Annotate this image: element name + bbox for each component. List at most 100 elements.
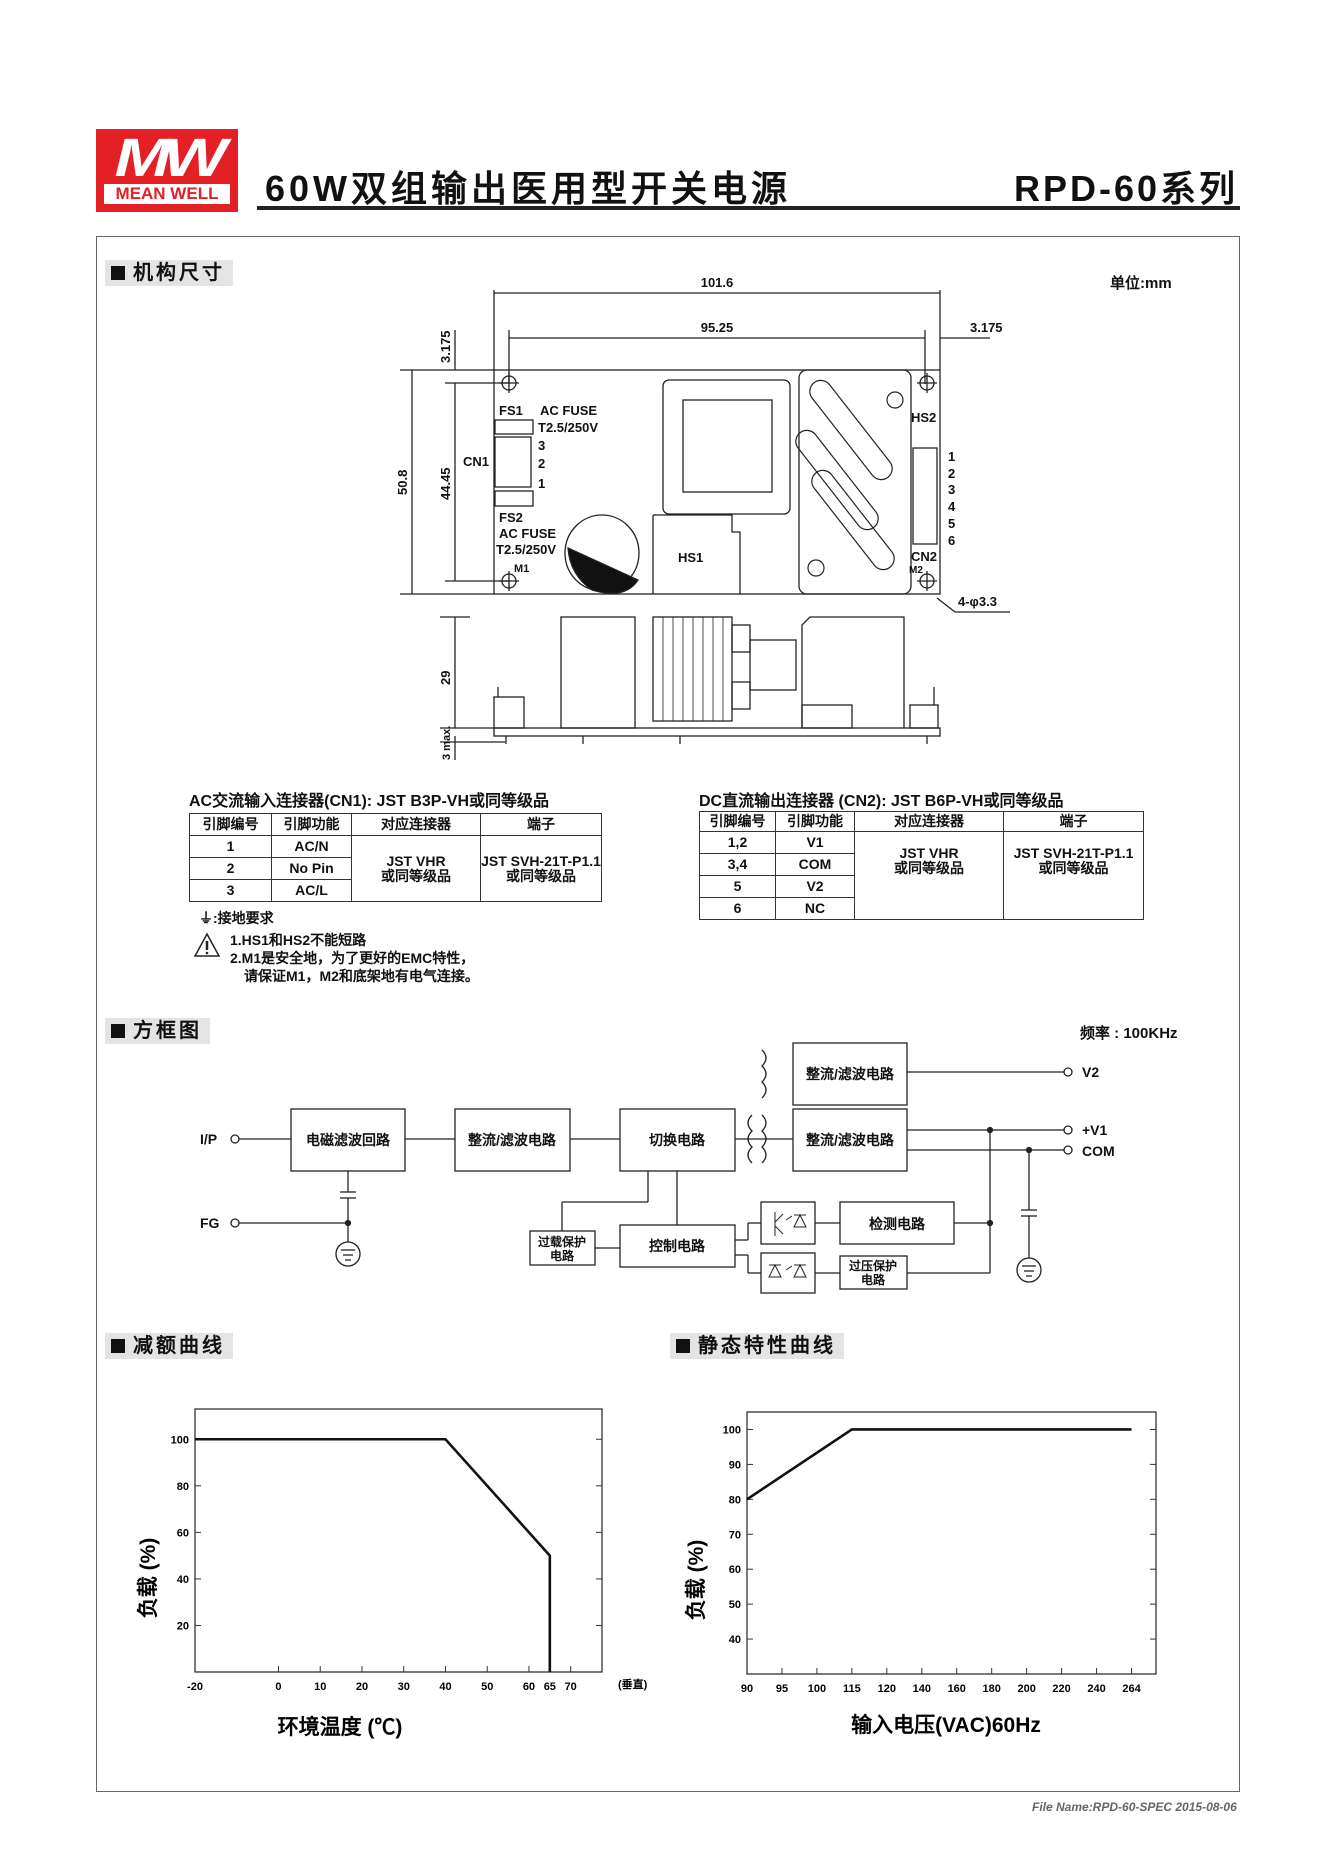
ground-symbol-icon: ⏚ xyxy=(199,910,213,926)
label-hs1: HS1 xyxy=(678,550,703,565)
y-tick-label: 50 xyxy=(729,1599,741,1611)
box-rect-filter-v2 xyxy=(792,1042,908,1106)
x-axis-label: 环境温度 (℃) xyxy=(278,1715,403,1739)
box-rect-filter-in xyxy=(454,1108,571,1172)
cn2-pin: 3 xyxy=(948,482,955,497)
terminal-com: COM xyxy=(1082,1143,1115,1159)
x-tick-label: 10 xyxy=(314,1681,326,1693)
square-bullet-icon xyxy=(676,1339,690,1353)
mounting-hole-icon xyxy=(499,373,937,591)
x-tick-label: 60 xyxy=(523,1681,535,1693)
label-fs1: FS1 xyxy=(499,403,523,418)
y-tick-label: 100 xyxy=(723,1424,741,1436)
x-tick-label: 30 xyxy=(398,1681,410,1693)
label-fs1-type: AC FUSE xyxy=(540,403,597,418)
fuse-fs2 xyxy=(494,490,534,507)
cn1-pin: 2 xyxy=(538,456,545,471)
y-tick-label: 70 xyxy=(729,1529,741,1541)
block-label: 电磁滤波回路 xyxy=(306,1132,391,1148)
y-tick-label: 80 xyxy=(177,1481,189,1493)
block-label: 电路 xyxy=(550,1248,575,1263)
series-title: RPD-60系列 xyxy=(1013,168,1238,209)
logo-brand: MEAN WELL xyxy=(104,184,230,204)
section-title: 静态特性曲线 xyxy=(698,1335,836,1357)
logo-mark: MW xyxy=(114,128,227,188)
cn2-pin: 2 xyxy=(948,466,955,481)
x-unit-note: (垂直) xyxy=(618,1677,648,1691)
pin-function: AC/L xyxy=(271,879,352,902)
block-label: 整流/滤波电路 xyxy=(805,1066,895,1082)
dim-depth: 29 xyxy=(438,671,453,685)
x-tick-label: 50 xyxy=(481,1681,493,1693)
plot-area xyxy=(746,1411,1157,1675)
table-row: 6 NC xyxy=(699,897,1144,920)
x-tick-label: 0 xyxy=(275,1681,281,1693)
block-label: 过压保护 xyxy=(849,1258,897,1273)
box-rect-filter-v1 xyxy=(792,1108,908,1172)
mean-well-logo: MW MEAN WELL xyxy=(96,128,238,212)
warning-notes: 1.HS1和HS2不能短路 2.M1是安全地，为了更好的EMC特性， 请保证M1… xyxy=(230,931,479,985)
terminal-ip: I/P xyxy=(200,1131,217,1147)
square-bullet-icon xyxy=(111,1024,125,1038)
square-bullet-icon xyxy=(111,266,125,280)
series-line xyxy=(195,1437,552,1672)
section-mechanical: 机构尺寸 xyxy=(105,260,233,286)
heatsink-hs1 xyxy=(652,514,741,594)
table-header: 引脚功能 xyxy=(775,811,855,832)
cn2-pin: 6 xyxy=(948,533,955,548)
content-frame xyxy=(96,236,1240,1792)
block-label: 切换电路 xyxy=(649,1132,706,1148)
label-fs2: FS2 xyxy=(499,510,523,525)
y-tick-label: 90 xyxy=(729,1459,741,1471)
board-top-view xyxy=(493,369,941,595)
page-title: 60W双组输出医用型开关电源 xyxy=(265,168,792,209)
cn2-pin: 5 xyxy=(948,516,955,531)
label-fs1-rating: T2.5/250V xyxy=(538,420,598,435)
section-derating-curve: 减额曲线 xyxy=(105,1333,233,1359)
section-title: 减额曲线 xyxy=(133,1335,225,1357)
pin-function: No Pin xyxy=(271,857,352,880)
warning-note: 1.HS1和HS2不能短路 xyxy=(230,932,367,948)
label-fs2-rating: T2.5/250V xyxy=(496,542,556,557)
x-tick-label: 180 xyxy=(983,1683,1001,1695)
dim-hole-spacing-y: 44.45 xyxy=(438,467,453,500)
y-axis-label: 负载 (%) xyxy=(684,1540,708,1621)
x-tick-label: 160 xyxy=(948,1683,966,1695)
ground-icon xyxy=(1016,1257,1042,1283)
dim-width: 101.6 xyxy=(701,275,734,290)
cn2-pin: 1 xyxy=(948,449,955,464)
section-title: 机构尺寸 xyxy=(133,262,225,284)
x-tick-label: 40 xyxy=(439,1681,451,1693)
block-label: 整流/滤波电路 xyxy=(805,1132,895,1148)
pin-function: AC/N xyxy=(271,835,352,858)
block-label: 整流/滤波电路 xyxy=(467,1132,557,1148)
table-row: 3,4 COM xyxy=(699,853,1144,876)
dim-offset-right: 3.175 xyxy=(970,320,1003,335)
warning-icon xyxy=(193,932,221,957)
label-hs2: HS2 xyxy=(911,410,936,425)
mechanical-drawing xyxy=(400,290,1010,760)
x-tick-label: 20 xyxy=(356,1681,368,1693)
transformer-icon xyxy=(747,1049,767,1164)
ground-icon xyxy=(335,1241,361,1267)
x-tick-label: 70 xyxy=(565,1681,577,1693)
x-tick-label: 200 xyxy=(1017,1683,1035,1695)
dim-height: 50.8 xyxy=(395,470,410,495)
label-cn1: CN1 xyxy=(463,454,489,469)
table-row: 3 AC/L xyxy=(189,879,602,902)
dim-pin-length: 3 max. xyxy=(441,726,453,760)
x-tick-label: 90 xyxy=(741,1683,753,1695)
block-label: 控制电路 xyxy=(649,1238,706,1254)
title-divider xyxy=(257,206,1240,210)
transformer xyxy=(662,379,791,515)
board-side-view xyxy=(493,727,941,737)
block-diagram-labels: 电磁滤波回路 整流/滤波电路 切换电路 整流/滤波电路 整流/滤波电路 检测电路… xyxy=(306,1066,926,1287)
